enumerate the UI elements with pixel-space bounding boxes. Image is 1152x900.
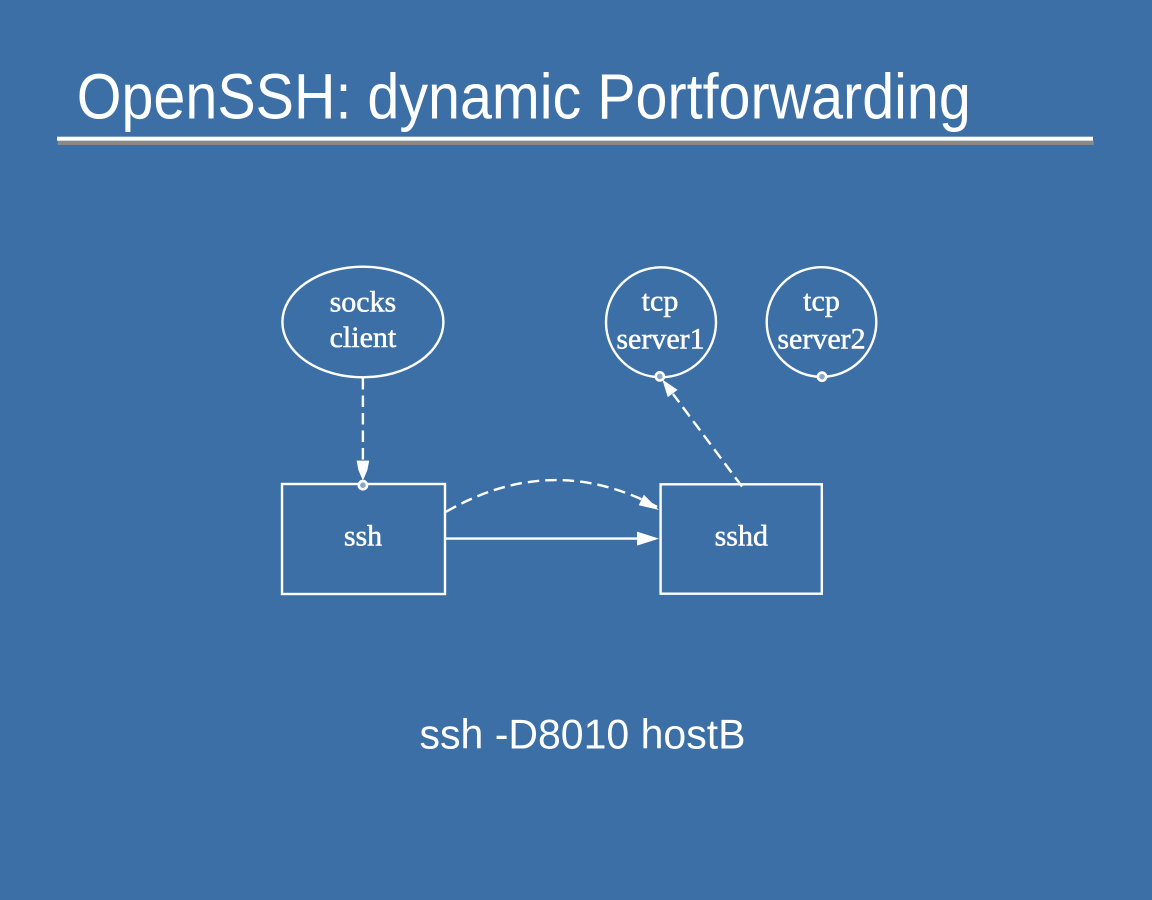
svg-text:ssh -D8010 hostB: ssh -D8010 hostB (420, 710, 746, 757)
svg-text:server1: server1 (616, 322, 704, 355)
svg-text:OpenSSH: dynamic Portforwardin: OpenSSH: dynamic Portforwarding (77, 61, 971, 133)
svg-text:socks: socks (330, 285, 397, 318)
svg-text:server2: server2 (777, 322, 865, 355)
svg-text:client: client (330, 321, 397, 354)
svg-text:ssh: ssh (344, 520, 382, 553)
svg-text:sshd: sshd (715, 520, 768, 553)
svg-text:tcp: tcp (803, 285, 840, 318)
svg-text:tcp: tcp (642, 285, 679, 318)
